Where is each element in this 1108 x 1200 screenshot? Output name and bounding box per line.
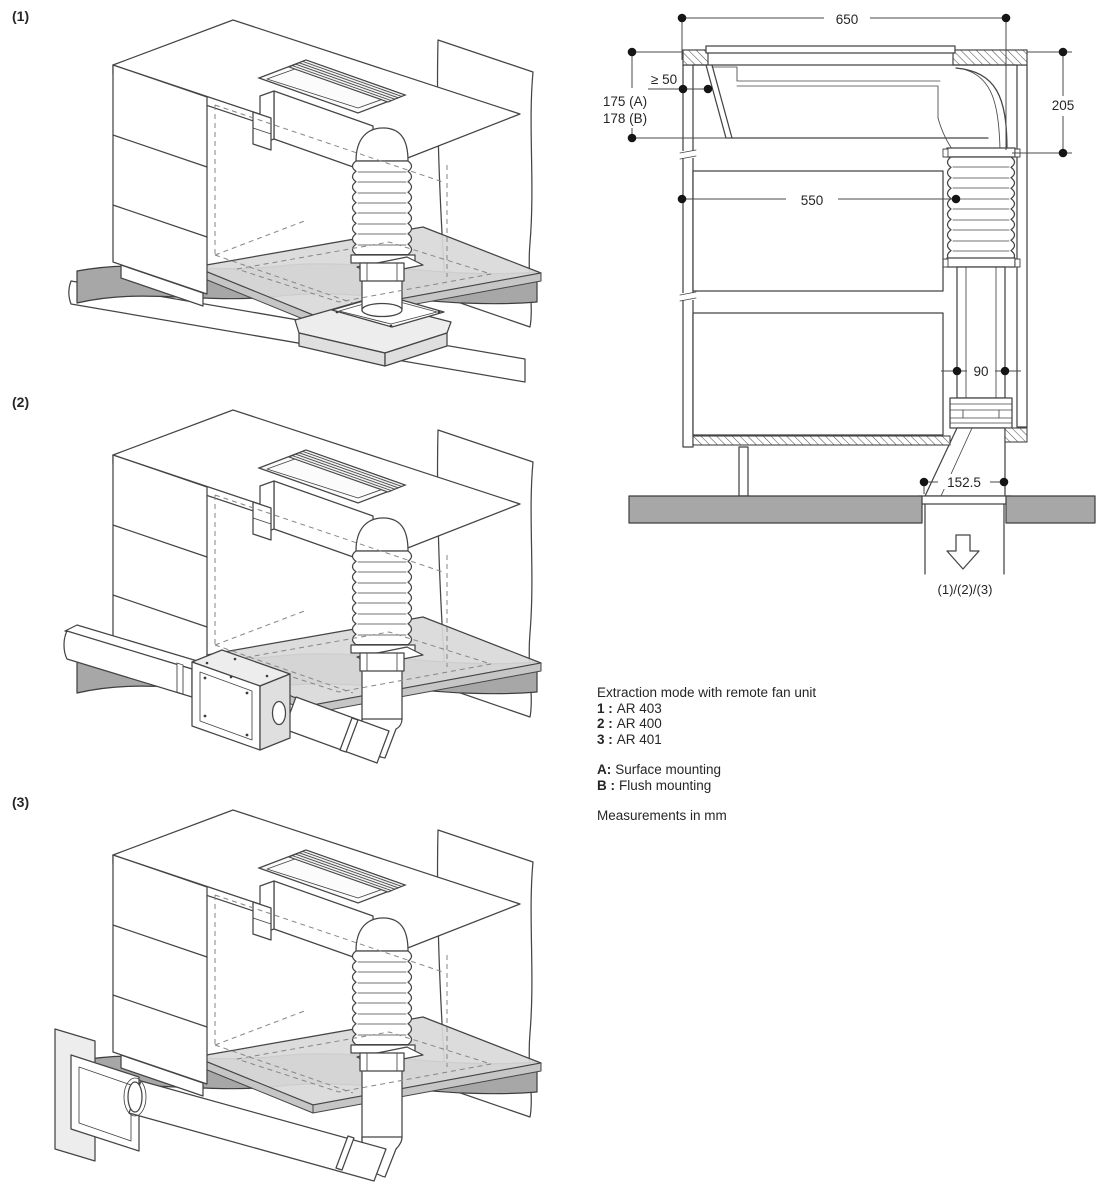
dimension-152-5: 152.5 <box>919 474 1009 494</box>
dim-90-label: 90 <box>973 364 988 379</box>
dimension-550: 550 <box>677 191 961 208</box>
variant-label-3: (3) <box>12 794 30 810</box>
dim-175-label: 175 (A) <box>603 94 647 109</box>
variant-label-2: (2) <box>12 394 30 410</box>
wall-plate <box>70 1054 140 1152</box>
iso-view-1 <box>68 19 542 383</box>
legend-note: Measurements in mm <box>597 808 727 823</box>
dimension-205: 205 <box>1012 47 1075 158</box>
iso-view-2 <box>63 409 542 764</box>
base-hatch-right <box>1004 427 1028 443</box>
legend-mounting-a: A:Surface mounting <box>597 762 722 777</box>
wall-outlet-ar401 <box>70 1054 403 1182</box>
floor-slab-right <box>1005 495 1096 524</box>
cabinet-leg <box>738 446 749 497</box>
countertop-hatch-right <box>952 49 1028 66</box>
wall-break-marks <box>679 149 697 302</box>
remote-fan-unit-ar403 <box>294 268 452 367</box>
iso-view-3 <box>54 809 542 1182</box>
airflow-arrow-icon <box>946 534 980 570</box>
countertop-hatch-left <box>682 49 709 66</box>
dim-650-label: 650 <box>836 12 859 27</box>
outlet-ring <box>127 1081 143 1113</box>
dim-550-label: 550 <box>801 193 824 208</box>
cabinet-base-hatch <box>692 435 951 446</box>
section-right-wall <box>1016 64 1028 428</box>
outlet-ring-outer <box>123 1077 147 1117</box>
dim-50-label: ≥ 50 <box>651 72 677 87</box>
fan-box-door <box>199 671 253 741</box>
section-left-wall <box>682 64 694 448</box>
legend-model-1: 1 :AR 403 <box>597 700 662 716</box>
dimension-650: 650 <box>677 10 1011 150</box>
legend: Extraction mode with remote fan unit 1 :… <box>597 685 857 824</box>
fan-box-outlet-collar <box>271 700 287 726</box>
wall-plate-inner <box>78 1066 132 1142</box>
plenum-trough <box>705 64 1008 153</box>
drawer-box-lower <box>692 312 944 436</box>
dimension-clearance-50: ≥ 50 <box>648 72 713 94</box>
floor-slab-left <box>628 495 923 524</box>
legend-title: Extraction mode with remote fan unit <box>597 685 817 700</box>
duct-coupling <box>949 397 1013 429</box>
dim-152-label: 152.5 <box>947 475 981 490</box>
cooktop-glass <box>705 45 956 54</box>
legend-model-3: 3 :AR 401 <box>597 731 662 747</box>
section-drawing: 650 ≥ 50 175 (A) 178 (B) 205 550 <box>603 10 1096 597</box>
legend-model-2: 2 :AR 400 <box>597 716 662 731</box>
remote-fan-unit-ar400 <box>63 624 291 751</box>
dim-178-label: 178 (B) <box>603 111 647 126</box>
variant-label-1: (1) <box>12 8 30 24</box>
legend-mounting-b: B :Flush mounting <box>597 777 712 793</box>
section-flex-hose <box>942 147 1021 268</box>
dimension-90: 90 <box>941 363 1021 379</box>
pipe-clamp <box>335 1135 355 1171</box>
dimension-depth-175-178: 175 (A) 178 (B) <box>603 47 728 143</box>
drawer-box-upper <box>692 170 944 292</box>
outlet-variants-label: (1)/(2)/(3) <box>938 582 993 597</box>
dim-205-label: 205 <box>1052 98 1075 113</box>
flat-duct-clamp <box>176 662 184 695</box>
